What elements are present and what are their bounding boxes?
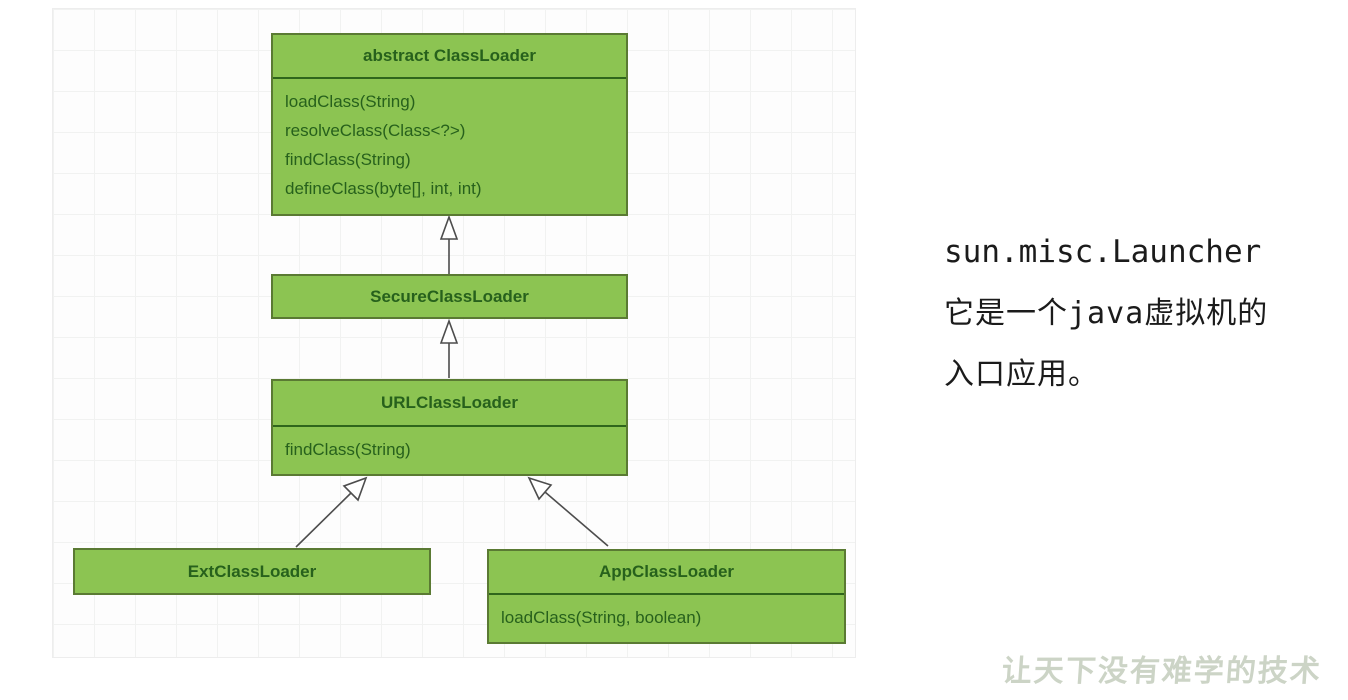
method-row: loadClass(String)	[285, 92, 416, 111]
method-row: loadClass(String, boolean)	[501, 608, 702, 627]
class-box-app-classloader: AppClassLoader loadClass(String, boolean…	[487, 549, 846, 644]
class-methods: loadClass(String, boolean)	[489, 595, 844, 640]
annotation-line-cjk-2: 入口应用。	[944, 357, 1099, 392]
class-box-abstract-classloader: abstract ClassLoader loadClass(String) r…	[271, 33, 628, 216]
annotation-line-launcher: sun.misc.Launcher	[944, 234, 1262, 270]
watermark: 让天下没有难学的技术	[1000, 655, 1323, 688]
method-row: findClass(String)	[285, 440, 411, 459]
annotation-text: sun.misc.Launcher 它是一个java虚拟机的 入口应用。	[944, 222, 1324, 405]
class-box-secure-classloader: SecureClassLoader	[271, 274, 628, 319]
class-title: abstract ClassLoader	[273, 35, 626, 79]
annotation-line-cjk-1: 它是一个java虚拟机的	[944, 296, 1269, 331]
class-methods: findClass(String)	[273, 427, 626, 473]
class-methods: loadClass(String) resolveClass(Class<?>)…	[273, 79, 626, 203]
class-title: URLClassLoader	[273, 381, 626, 427]
method-row: resolveClass(Class<?>)	[285, 121, 466, 140]
class-box-ext-classloader: ExtClassLoader	[73, 548, 431, 595]
method-row: findClass(String)	[285, 150, 411, 169]
class-box-url-classloader: URLClassLoader findClass(String)	[271, 379, 628, 476]
class-title: AppClassLoader	[489, 551, 844, 595]
class-title: SecureClassLoader	[370, 286, 529, 306]
method-row: defineClass(byte[], int, int)	[285, 179, 482, 198]
class-title: ExtClassLoader	[187, 561, 317, 581]
